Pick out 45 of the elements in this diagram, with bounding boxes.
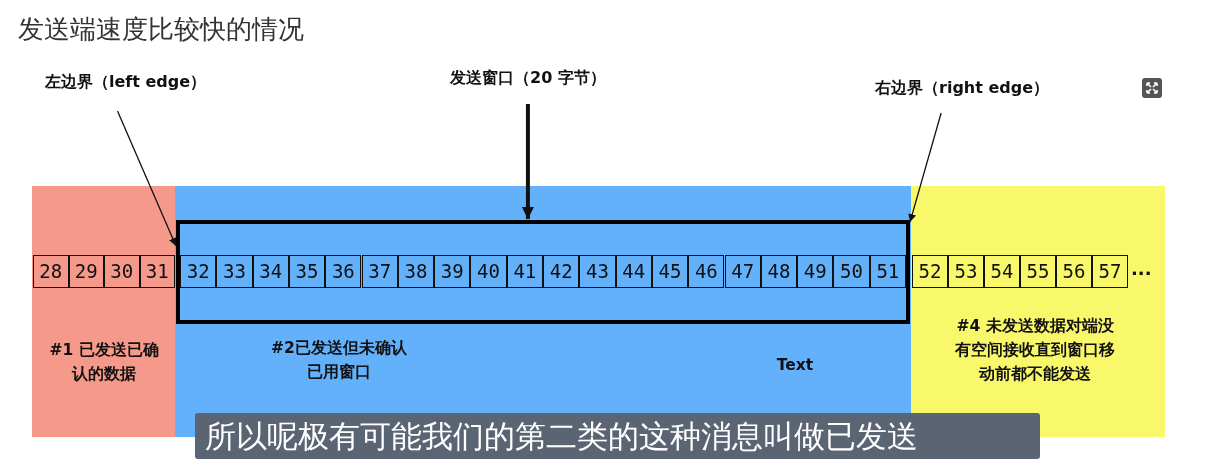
byte-cell: 29 xyxy=(68,255,104,288)
region-band xyxy=(32,186,175,437)
byte-cell: 51 xyxy=(869,255,906,288)
byte-cell: 28 xyxy=(33,255,69,288)
callout-label: 发送窗口（20 字节） xyxy=(450,68,606,89)
ellipsis: ... xyxy=(1131,258,1152,279)
byte-cell: 52 xyxy=(912,255,948,288)
byte-cell: 50 xyxy=(833,255,870,288)
byte-cell: 36 xyxy=(325,255,362,288)
callout-label: 右边界（right edge） xyxy=(875,78,1050,99)
byte-cell: 47 xyxy=(724,255,761,288)
byte-cell: 56 xyxy=(1056,255,1092,288)
byte-cell: 49 xyxy=(797,255,834,288)
arrow xyxy=(116,110,177,247)
title: 发送端速度比较快的情况 xyxy=(18,13,304,46)
callout-label: 左边界（left edge） xyxy=(45,72,207,93)
byte-cell: 37 xyxy=(361,255,398,288)
byte-cell: 54 xyxy=(984,255,1020,288)
region-text: #2已发送但未确认已用窗口 xyxy=(270,338,408,383)
subtitle: 所以呢极有可能我们的第二类的这种消息叫做已发送 xyxy=(195,413,1040,459)
byte-cell: 42 xyxy=(543,255,580,288)
byte-cell: 40 xyxy=(470,255,507,288)
byte-cell: 33 xyxy=(216,255,253,288)
byte-cell: 30 xyxy=(104,255,140,288)
byte-cell: 48 xyxy=(760,255,798,288)
byte-cell: 32 xyxy=(180,255,217,288)
arrow xyxy=(908,112,942,223)
byte-cell: 57 xyxy=(1092,255,1128,288)
byte-cell: 46 xyxy=(688,255,725,288)
byte-cell: 41 xyxy=(506,255,543,288)
byte-cell: 38 xyxy=(397,255,435,288)
region-text: #1 已发送已确认的数据 xyxy=(48,340,160,385)
window-frame xyxy=(176,220,910,324)
region-text: Text xyxy=(775,355,815,376)
arrow xyxy=(521,104,534,219)
byte-cell: 44 xyxy=(615,255,652,288)
byte-cell: 55 xyxy=(1020,255,1056,288)
byte-cell: 53 xyxy=(948,255,984,288)
byte-cell: 43 xyxy=(579,255,616,288)
byte-cell: 35 xyxy=(288,255,326,288)
byte-cell: 31 xyxy=(139,255,175,288)
byte-cell: 39 xyxy=(434,255,471,288)
region-text: #4 未发送数据对端没有空间接收直到窗口移动前都不能发送 xyxy=(954,316,1116,385)
byte-cell: 34 xyxy=(252,255,289,288)
byte-cell: 45 xyxy=(651,255,689,288)
